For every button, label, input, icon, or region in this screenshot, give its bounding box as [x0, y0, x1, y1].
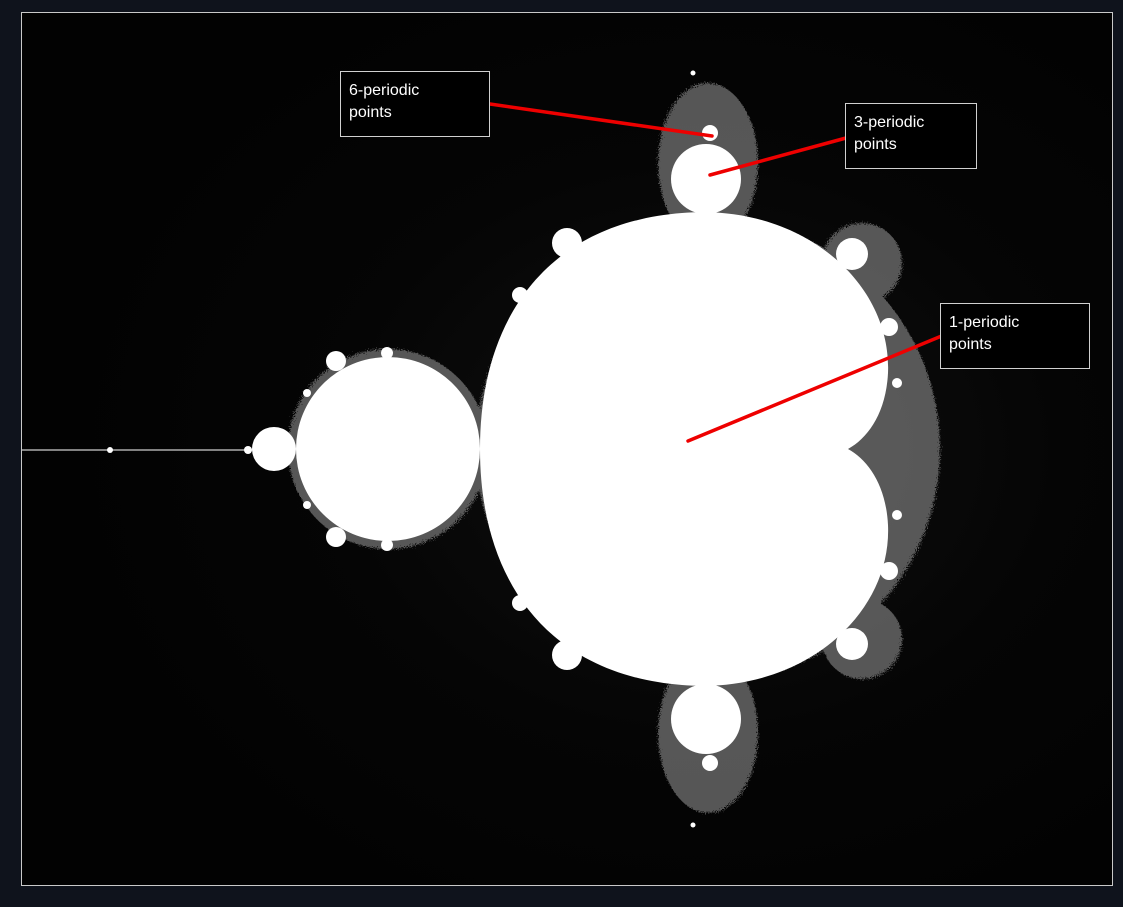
period-6-bulb-top [702, 125, 718, 141]
period-3-bulb-bottom [671, 684, 741, 754]
period-2-bulb [296, 357, 480, 541]
period-4-bulb [252, 427, 296, 471]
label-6-periodic-points: 6-periodic points [340, 71, 490, 137]
annotation-lines [488, 102, 946, 443]
line-3-periodic [708, 136, 848, 177]
line-6-periodic [488, 102, 714, 138]
mandelbrot-set [252, 70, 902, 828]
line-1-periodic [686, 333, 946, 443]
period-6-bulb-bottom [702, 755, 718, 771]
mandelbrot-figure: 6-periodic points 3-periodic points 1-pe… [21, 12, 1113, 886]
label-3-periodic-points: 3-periodic points [845, 103, 977, 169]
antenna-bulb [107, 447, 113, 453]
main-cardioid [480, 212, 889, 686]
antenna-bulb [244, 446, 252, 454]
label-1-periodic-points: 1-periodic points [940, 303, 1090, 369]
period-3-bulb-top [671, 144, 741, 214]
